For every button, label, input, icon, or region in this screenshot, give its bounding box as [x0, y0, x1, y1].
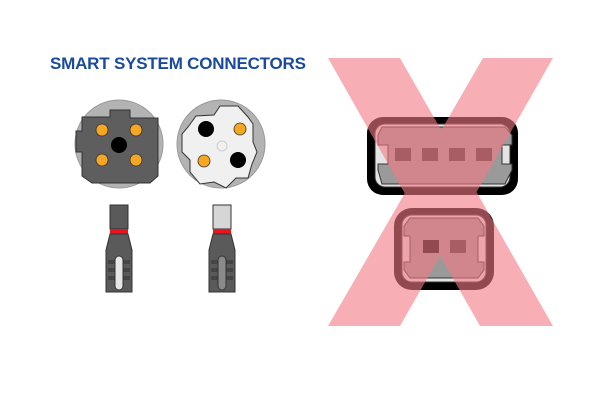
connector-4pin-light-icon [176, 99, 266, 189]
connector-4pin-dark-icon [74, 99, 164, 189]
plug-light-icon [208, 204, 236, 293]
cross-out-x-icon [328, 58, 553, 326]
page-title: SMART SYSTEM CONNECTORS [50, 54, 306, 73]
plug-dark-icon [105, 204, 133, 293]
